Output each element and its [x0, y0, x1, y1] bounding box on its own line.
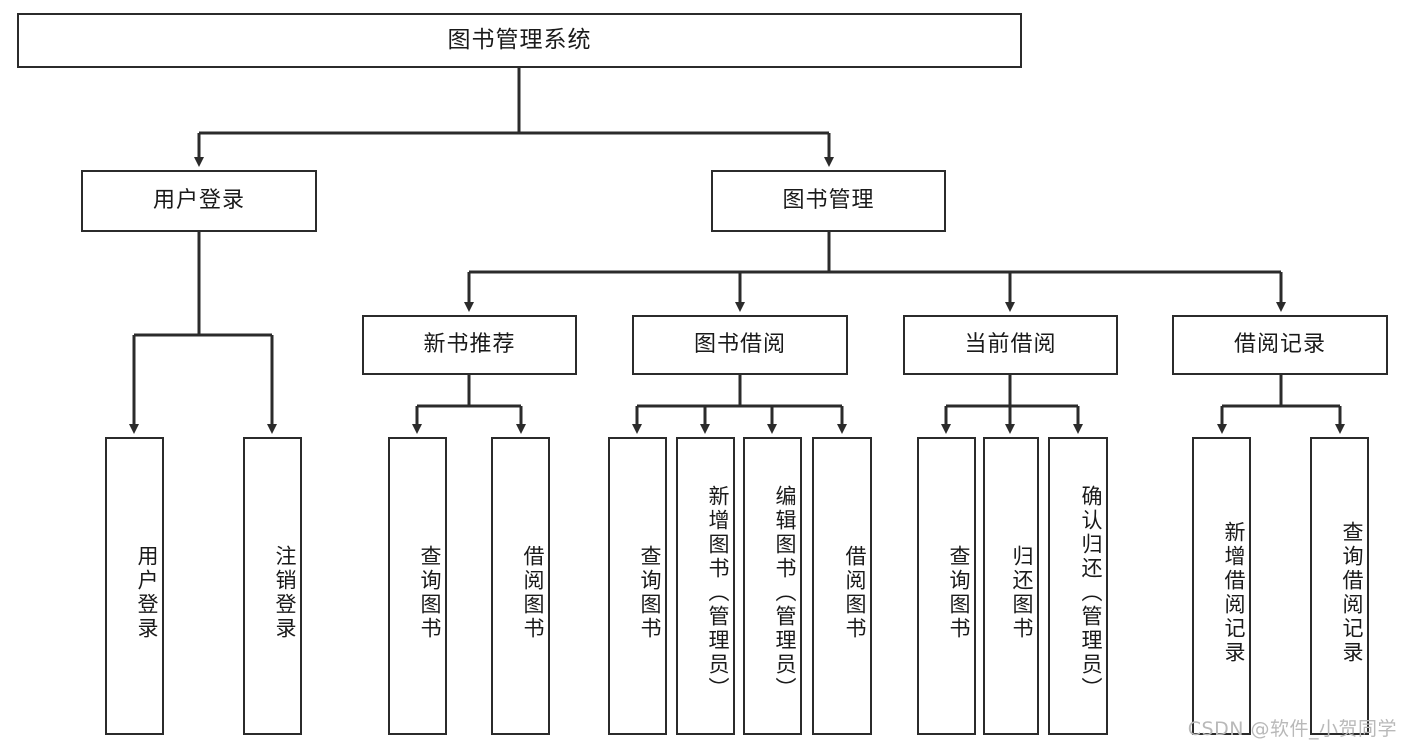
node-label: 借阅记录: [1233, 331, 1326, 357]
node-label: 查询图书: [418, 545, 442, 641]
node-label: 新增图书（管理员）: [706, 485, 730, 701]
leaf-current-borrow-return[interactable]: 归还图书: [983, 437, 1039, 735]
leaf-new-book-query[interactable]: 查询图书: [388, 437, 447, 735]
node-root-book-management-system[interactable]: 图书管理系统: [17, 13, 1022, 68]
node-book-borrow[interactable]: 图书借阅: [632, 315, 848, 375]
leaf-book-borrow-borrow[interactable]: 借阅图书: [812, 437, 872, 735]
node-label: 图书管理: [782, 187, 875, 213]
watermark-text: CSDN @软件_小贺同学: [1187, 718, 1397, 740]
leaf-book-borrow-add[interactable]: 新增图书（管理员）: [676, 437, 735, 735]
leaf-user-login-login[interactable]: 用户登录: [105, 437, 164, 735]
leaf-borrow-record-query[interactable]: 查询借阅记录: [1310, 437, 1369, 735]
node-label: 当前借阅: [964, 331, 1057, 357]
node-label: 注销登录: [273, 545, 297, 641]
leaf-new-book-borrow[interactable]: 借阅图书: [491, 437, 550, 735]
leaf-user-login-logout[interactable]: 注销登录: [243, 437, 302, 735]
leaf-book-borrow-query[interactable]: 查询图书: [608, 437, 667, 735]
node-label: 编辑图书（管理员）: [773, 485, 797, 701]
node-label: 借阅图书: [521, 545, 545, 641]
node-label: 图书管理系统: [447, 26, 592, 53]
node-current-borrow[interactable]: 当前借阅: [903, 315, 1118, 375]
node-label: 用户登录: [135, 545, 159, 641]
node-user-login[interactable]: 用户登录: [81, 170, 317, 232]
node-label: 查询图书: [947, 545, 971, 641]
node-label: 用户登录: [152, 187, 245, 213]
node-label: 归还图书: [1010, 545, 1034, 641]
node-borrow-record[interactable]: 借阅记录: [1172, 315, 1388, 375]
node-new-book-recommendation[interactable]: 新书推荐: [362, 315, 577, 375]
node-label: 新增借阅记录: [1222, 521, 1246, 665]
node-label: 查询图书: [638, 545, 662, 641]
leaf-current-borrow-query[interactable]: 查询图书: [917, 437, 976, 735]
leaf-book-borrow-edit[interactable]: 编辑图书（管理员）: [743, 437, 802, 735]
node-label: 新书推荐: [423, 331, 516, 357]
node-book-management[interactable]: 图书管理: [711, 170, 946, 232]
leaf-borrow-record-add[interactable]: 新增借阅记录: [1192, 437, 1251, 735]
leaf-current-borrow-confirm-return[interactable]: 确认归还（管理员）: [1048, 437, 1108, 735]
node-label: 图书借阅: [693, 331, 786, 357]
node-label: 确认归还（管理员）: [1079, 485, 1103, 701]
node-label: 借阅图书: [843, 545, 867, 641]
node-label: 查询借阅记录: [1340, 521, 1364, 665]
